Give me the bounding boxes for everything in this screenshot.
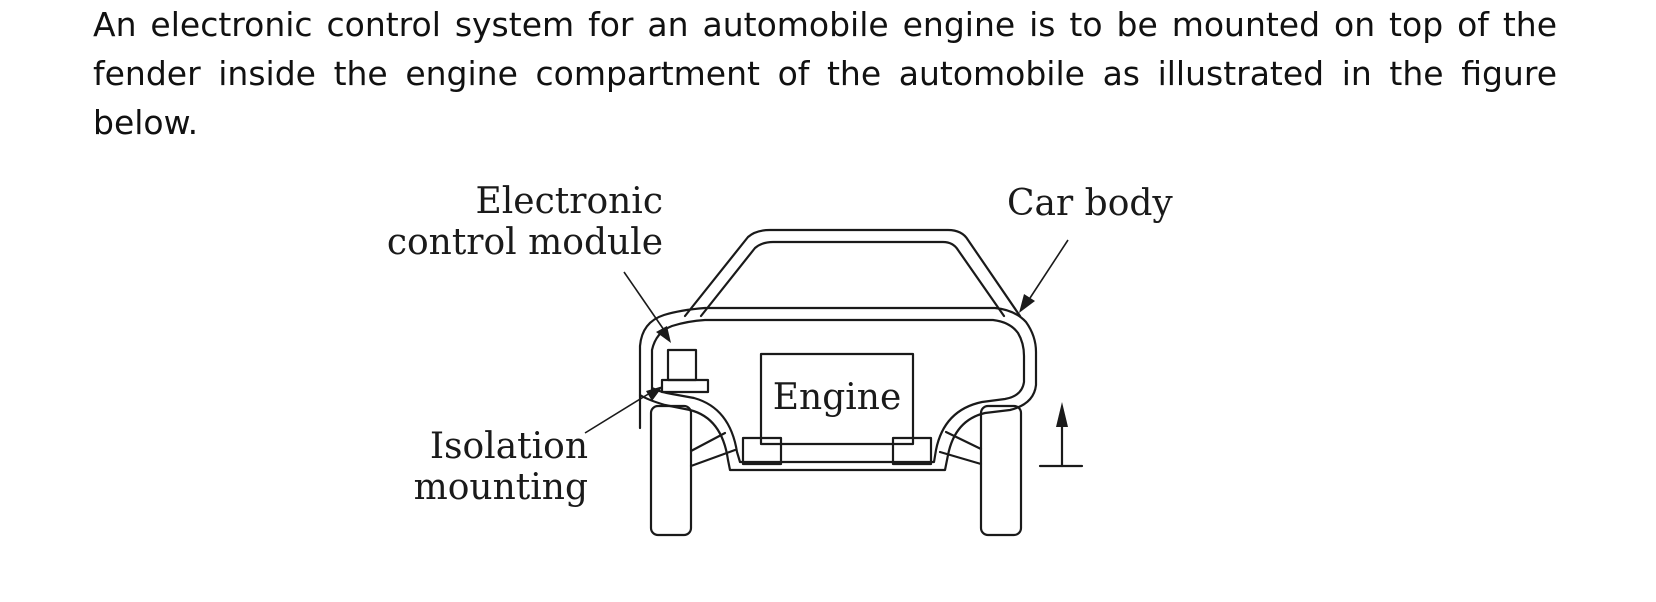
car-body-label: Car body [1007,183,1173,224]
ecm-label-line2: control module [387,222,663,263]
engine-label: Engine [773,377,902,418]
right-wheel [979,404,1023,537]
car-body-outline [638,306,1038,472]
suspension-arms [689,430,983,468]
engine-mounts [741,436,933,466]
problem-statement: An electronic control system for an auto… [93,5,1557,142]
isolation-leader-arrow [584,386,663,434]
vertical-displacement-arrow [1038,402,1084,468]
engine-block: Engine [759,352,915,446]
ecm-label-line1: Electronic [476,181,663,222]
isolation-label-line2: mounting [414,467,588,508]
electronic-control-module [660,348,710,394]
car-roof [683,228,1022,318]
ecm-leader-arrow [623,271,671,343]
car-body-leader-arrow [1019,239,1069,313]
left-wheel [649,404,693,537]
isolation-label-line1: Isolation [430,426,588,467]
